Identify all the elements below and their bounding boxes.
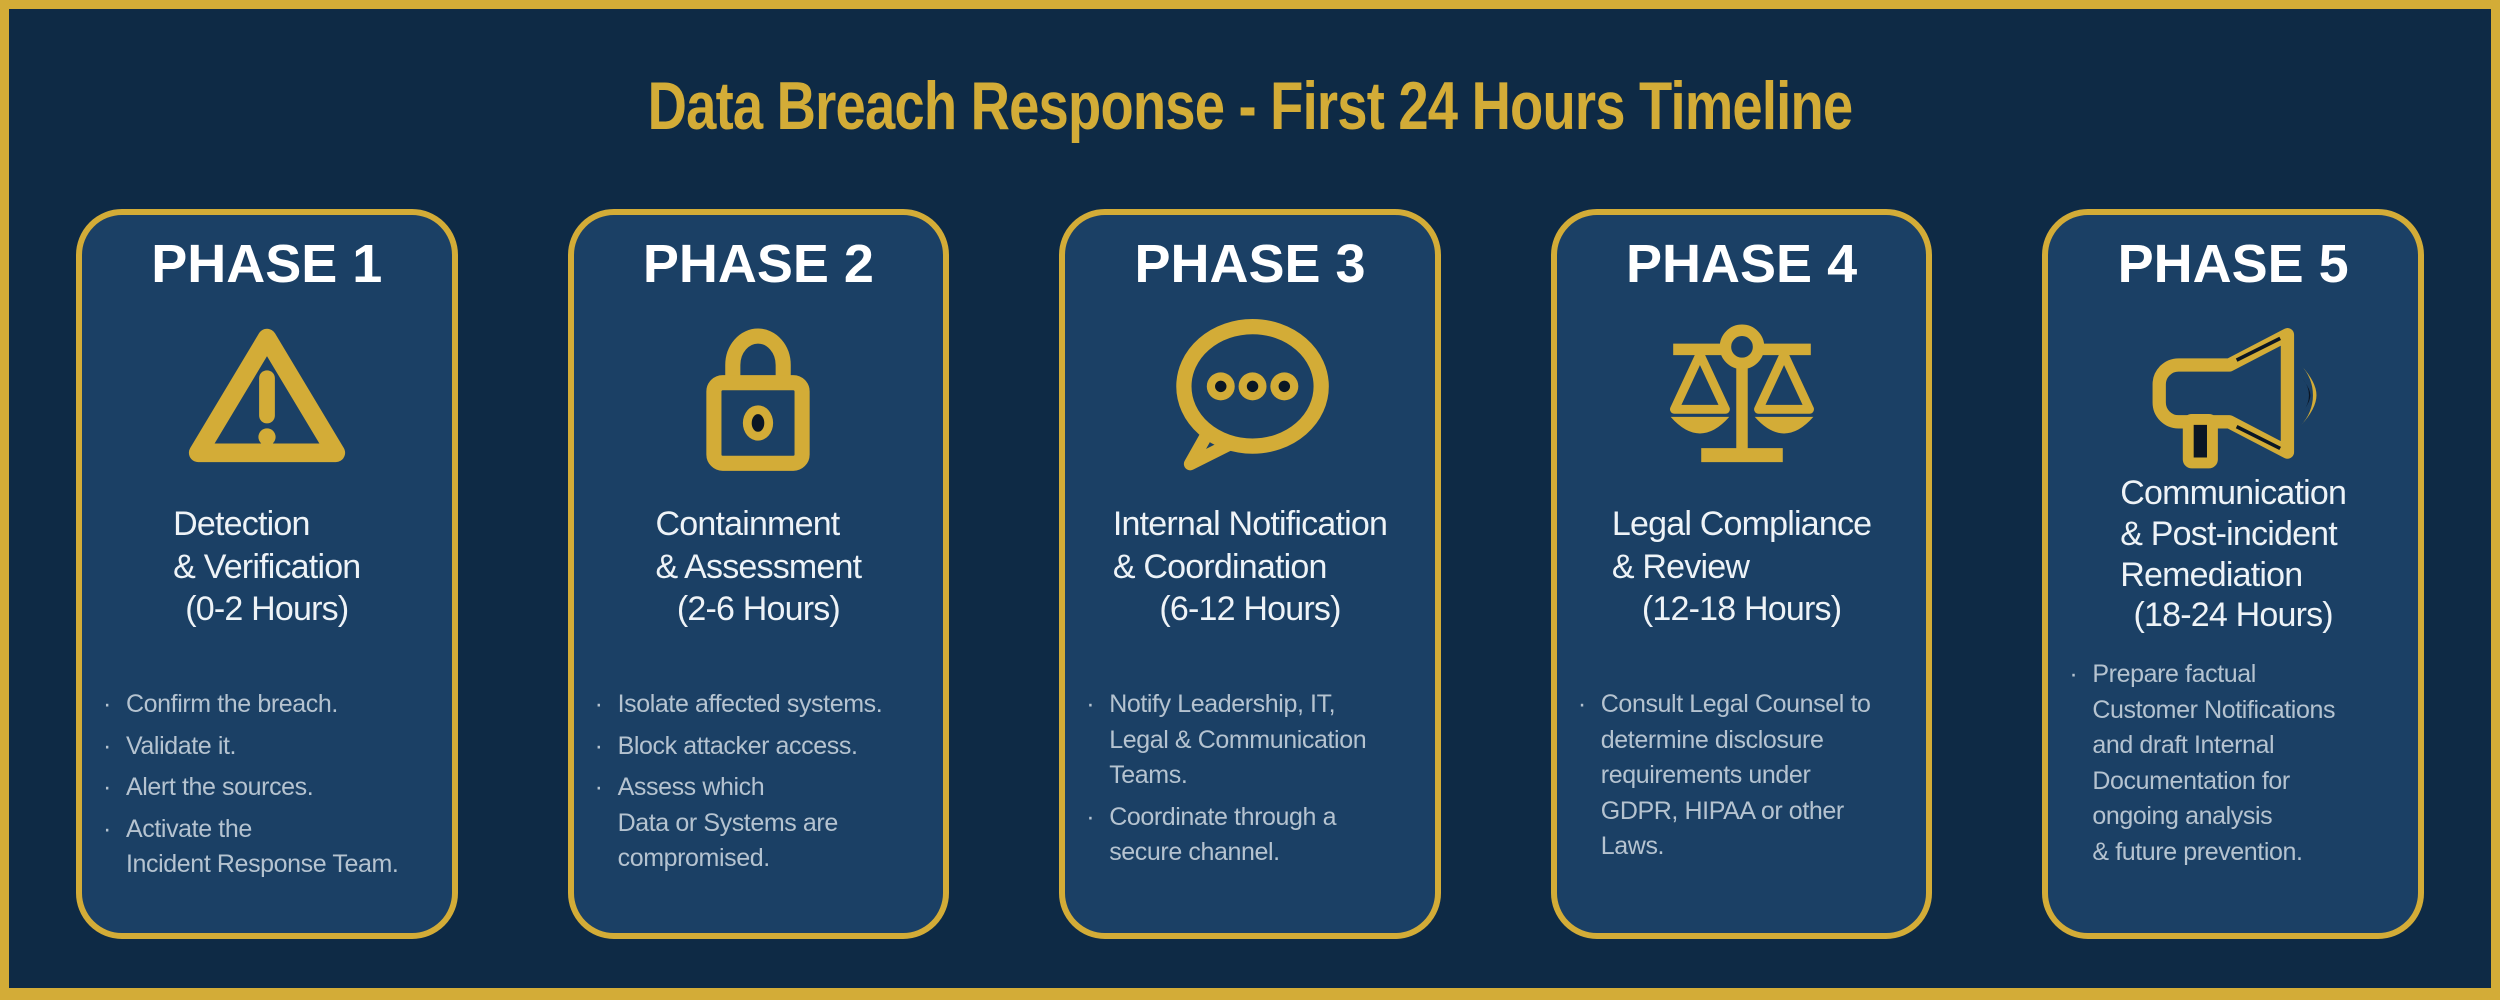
speech-bubble-icon	[1081, 299, 1419, 489]
phase-card-5: PHASE 5 Communication & Post-incident Re…	[2042, 209, 2424, 939]
bullet-dot-icon: ·	[103, 731, 111, 760]
phase-3-hours: (6-12 Hours)	[1159, 590, 1341, 629]
megaphone-icon	[2064, 299, 2402, 489]
bullet-item: ·Activate the Incident Response Team.	[102, 812, 436, 883]
bullet-item: ·Alert the sources.	[102, 770, 436, 806]
phase-3-bullets: ·Notify Leadership, IT, Legal & Communic…	[1081, 687, 1419, 871]
bullet-dot-icon: ·	[103, 773, 111, 802]
phase-card-4: PHASE 4 Legal Compliance & Review (12-18…	[1550, 209, 1933, 939]
phase-4-hours: (12-18 Hours)	[1641, 590, 1842, 629]
phase-1-hours: (0-2 Hours)	[185, 590, 349, 629]
bullet-dot-icon: ·	[1086, 802, 1095, 831]
phase-4-bullets: ·Consult Legal Counsel to determine disc…	[1573, 687, 1911, 865]
phase-4-title: Legal Compliance & Review (12-18 Hours)	[1573, 503, 1911, 681]
phase-3-title: Internal Notification & Coordination (6-…	[1081, 503, 1419, 681]
bullet-dot-icon: ·	[2069, 660, 2078, 689]
bullet-item: ·Consult Legal Counsel to determine disc…	[1577, 687, 1911, 865]
bullet-item: ·Assess which Data or Systems are compro…	[594, 770, 928, 877]
phase-5-title: Communication & Post-incident Remediatio…	[2064, 473, 2402, 651]
bullet-dot-icon: ·	[103, 814, 111, 843]
phase-5-bullets: ·Prepare factual Customer Notifications …	[2064, 657, 2402, 870]
bullet-dot-icon: ·	[594, 773, 603, 802]
bullet-item: ·Notify Leadership, IT, Legal & Communic…	[1085, 687, 1419, 794]
bullet-item: ·Validate it.	[102, 729, 436, 765]
bullet-item: ·Block attacker access.	[594, 729, 928, 765]
phase-2-title: Containment & Assessment (2-6 Hours)	[590, 503, 928, 681]
phase-card-2: PHASE 2 Containment & Assessment (2-6 Ho…	[567, 209, 950, 939]
phase-2-bullets: ·Isolate affected systems. ·Block attack…	[590, 687, 928, 877]
bullet-item: ·Isolate affected systems.	[594, 687, 928, 723]
bullet-item: ·Confirm the breach.	[102, 687, 436, 723]
phase-3-label: PHASE 3	[1134, 234, 1366, 294]
phase-2-title-lines: Containment & Assessment	[655, 505, 862, 586]
phase-5-label: PHASE 5	[2117, 234, 2349, 294]
phase-2-label: PHASE 2	[642, 234, 874, 294]
phase-card-1: PHASE 1 Detection & Verification (0-2 Ho…	[76, 209, 458, 939]
phase-1-title-lines: Detection & Verification	[173, 505, 361, 586]
bullet-item: ·Coordinate through a secure channel.	[1085, 800, 1419, 871]
bullet-dot-icon: ·	[1086, 690, 1095, 719]
bullet-dot-icon: ·	[594, 690, 603, 719]
bullet-dot-icon: ·	[103, 690, 111, 719]
scales-of-justice-icon	[1573, 299, 1911, 489]
phase-1-label: PHASE 1	[151, 234, 383, 294]
page-title: Data Breach Response - First 24 Hours Ti…	[647, 68, 1854, 144]
bullet-dot-icon: ·	[594, 731, 603, 760]
padlock-icon	[590, 299, 928, 489]
phase-2-hours: (2-6 Hours)	[676, 590, 841, 629]
phase-4-title-lines: Legal Compliance & Review	[1611, 505, 1872, 586]
bullet-dot-icon: ·	[1577, 690, 1586, 719]
bullet-item: ·Prepare factual Customer Notifications …	[2068, 657, 2402, 870]
phase-cards-row: PHASE 1 Detection & Verification (0-2 Ho…	[76, 209, 2424, 939]
phase-3-title-lines: Internal Notification & Coordination	[1112, 505, 1388, 586]
phase-card-3: PHASE 3 Internal Notification & Coordina…	[1059, 209, 1441, 939]
phase-5-title-lines: Communication & Post-incident Remediatio…	[2120, 474, 2347, 594]
phase-4-label: PHASE 4	[1626, 234, 1858, 294]
phase-1-title: Detection & Verification (0-2 Hours)	[98, 503, 436, 681]
phase-5-hours: (18-24 Hours)	[2133, 596, 2333, 635]
warning-triangle-icon	[98, 299, 436, 489]
phase-1-bullets: ·Confirm the breach. ·Validate it. ·Aler…	[98, 687, 436, 883]
